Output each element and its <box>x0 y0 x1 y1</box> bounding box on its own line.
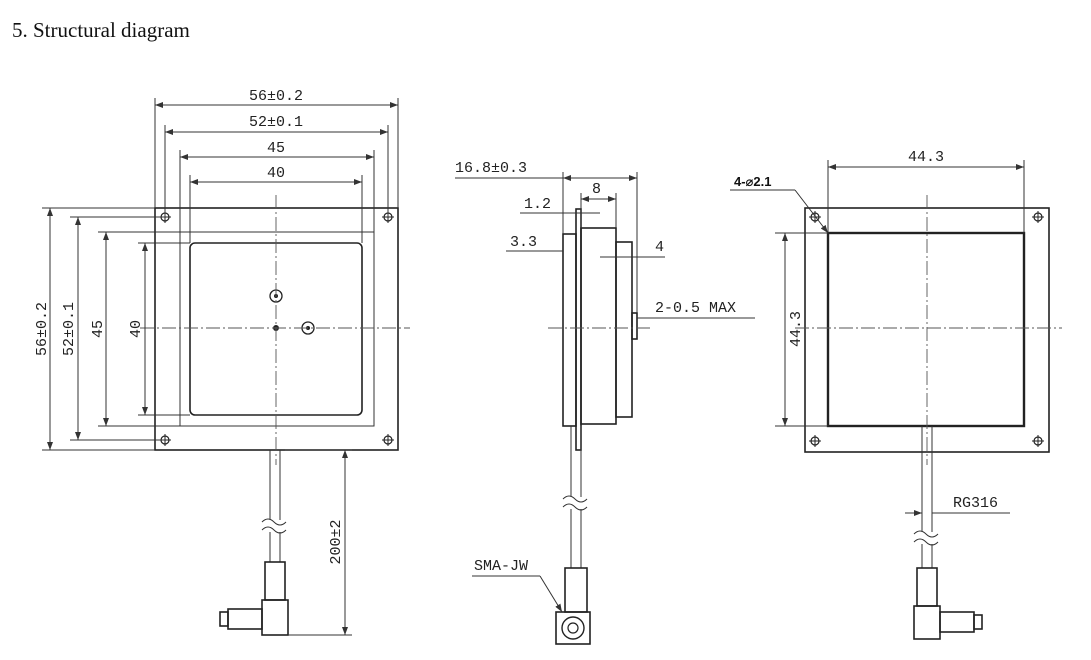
front-inner-recess <box>179 231 375 427</box>
dim-8: 8 <box>592 181 601 198</box>
dim-width-outer: 56±0.2 <box>249 88 303 105</box>
mount-hole-icon <box>808 434 822 448</box>
dim-height-44-3: 44.3 <box>788 311 805 347</box>
back-connector-body <box>916 567 938 607</box>
back-connector-elbow <box>913 605 941 640</box>
dim-1-2: 1.2 <box>524 196 551 213</box>
dim-width-45: 45 <box>267 140 285 157</box>
dim-height-45: 45 <box>90 320 107 338</box>
dim-3-3: 3.3 <box>510 234 537 251</box>
side-radome <box>562 233 577 427</box>
side-cover <box>615 241 633 418</box>
dim-cable-length: 200±2 <box>328 519 345 564</box>
label-hole-spec: 4-⌀2.1 <box>734 174 771 189</box>
label-cable-type: RG316 <box>953 495 998 512</box>
side-connector-nut <box>555 611 591 645</box>
dim-4: 4 <box>655 239 664 256</box>
back-ground-plane <box>826 231 1026 428</box>
dim-width-mount: 52±0.1 <box>249 114 303 131</box>
mount-hole-icon <box>1031 210 1045 224</box>
dim-height-40: 40 <box>128 320 145 338</box>
dim-height-mount: 52±0.1 <box>61 302 78 356</box>
dim-total-thickness: 16.8±0.3 <box>455 160 527 177</box>
label-connector: SMA-JW <box>474 558 528 575</box>
side-pin <box>631 312 638 340</box>
front-view: 56±0.2 52±0.1 45 40 56±0.2 52±0.1 45 40 <box>34 88 410 636</box>
side-view: 16.8±0.3 8 1.2 3.3 4 2-0.5 MAX SMA-JW <box>455 160 755 645</box>
front-connector-elbow <box>261 599 289 636</box>
front-connector-nut <box>227 608 263 630</box>
section-heading: 5. Structural diagram <box>12 18 190 42</box>
mount-hole-icon <box>381 433 395 447</box>
dim-2-05-max: 2-0.5 MAX <box>655 300 736 317</box>
back-connector-nut <box>939 611 975 633</box>
side-connector-body <box>564 567 588 613</box>
front-connector-body <box>264 561 286 601</box>
dim-height-outer: 56±0.2 <box>34 302 51 356</box>
mount-hole-icon <box>1031 434 1045 448</box>
dim-width-44-3: 44.3 <box>908 149 944 166</box>
back-view: 44.3 44.3 4-⌀2.1 RG316 <box>730 149 1062 640</box>
dim-width-40: 40 <box>267 165 285 182</box>
front-outer-plate <box>154 207 399 451</box>
